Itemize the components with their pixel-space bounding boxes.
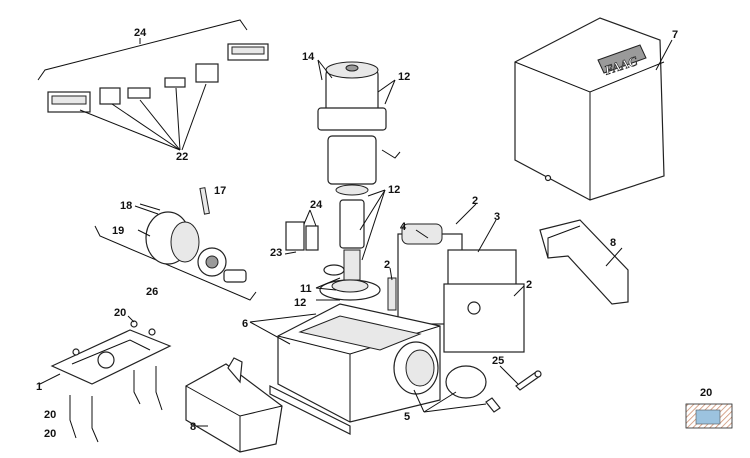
- connector-part: [99, 87, 121, 105]
- junction-box: [443, 283, 525, 353]
- callout-18: 18: [120, 200, 132, 212]
- callout-23: 23: [270, 247, 282, 259]
- motor-body: [327, 135, 377, 185]
- connector-part: [164, 77, 186, 88]
- rear-bracket-body: [539, 219, 629, 305]
- gear-set: [315, 277, 381, 301]
- callout-24: 24: [134, 27, 147, 39]
- swatch-sample: [685, 403, 733, 429]
- bracket-part: [285, 221, 305, 251]
- callout-2: 2: [472, 195, 478, 207]
- callout-2: 2: [384, 259, 390, 271]
- callout-17: 17: [214, 185, 226, 197]
- callout-8: 8: [610, 237, 616, 249]
- callout-1: 1: [36, 381, 42, 393]
- pinion-group: [94, 187, 257, 301]
- bracket-26: [94, 225, 257, 301]
- callout-2: 2: [526, 279, 532, 291]
- connector-set: [37, 19, 269, 151]
- cover: FAAC: [514, 17, 673, 201]
- anchor-plate: [39, 315, 172, 443]
- callout-22: 22: [176, 151, 188, 163]
- front-cover-body: [185, 363, 283, 453]
- rear-bracket: [539, 219, 629, 305]
- callout-12: 12: [398, 71, 410, 83]
- bracket-24-top: [37, 19, 248, 81]
- callout-19: 19: [112, 225, 124, 237]
- small-parts: [284, 209, 345, 276]
- callout-7: 7: [672, 29, 678, 41]
- callout-11: 11: [300, 283, 312, 295]
- callout-26: 26: [146, 286, 158, 298]
- connector-part: [195, 63, 219, 83]
- callout-3: 3: [494, 211, 500, 223]
- release-handle: [393, 341, 542, 413]
- callout-4: 4: [400, 221, 407, 233]
- callout-20: 20: [44, 428, 56, 440]
- callout-8: 8: [190, 421, 196, 433]
- callout-20: 20: [114, 307, 126, 319]
- front-cover: [185, 357, 283, 453]
- callout-12: 12: [294, 297, 306, 309]
- blue-swatch: [695, 409, 721, 425]
- callout-20: 20: [700, 387, 712, 399]
- callout-20: 20: [44, 409, 56, 421]
- callout-24: 24: [310, 199, 323, 211]
- connector-part: [127, 87, 151, 99]
- callout-12: 12: [388, 184, 400, 196]
- callout-labels: 24 22 14 12 7 17 18 19 26 12 24 23 4 2 3…: [36, 27, 712, 440]
- release-knob: [445, 365, 487, 399]
- callout-14: 14: [302, 51, 315, 63]
- motor-assembly: [317, 59, 401, 281]
- callout-25: 25: [492, 355, 504, 367]
- base-housing: [249, 303, 441, 435]
- motor-shaft: [339, 199, 365, 249]
- callout-5: 5: [404, 411, 410, 423]
- callout-6: 6: [242, 318, 248, 330]
